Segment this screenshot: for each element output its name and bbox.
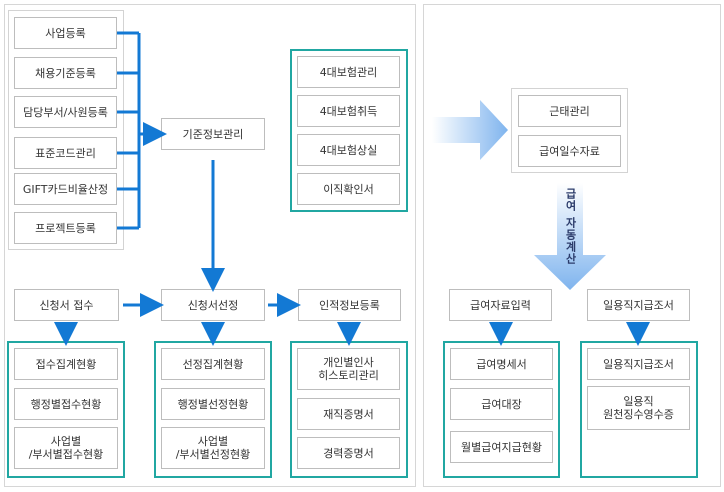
attendance-group — [511, 88, 628, 173]
payroll-report-statement[interactable]: 급여명세서 — [450, 348, 553, 380]
apply-report-business-dept[interactable]: 사업별 /부서별접수현황 — [14, 427, 118, 469]
auto-calc-label-overlay: 급여 자동계산 — [564, 188, 577, 265]
insurance-item-acquire[interactable]: 4대보험취득 — [297, 95, 400, 127]
big-right-arrow — [432, 100, 508, 160]
setup-item-dept-staff[interactable]: 담당부서/사원등록 — [14, 96, 117, 128]
register-report-employment-cert[interactable]: 재직증명서 — [297, 398, 400, 430]
master-info-box[interactable]: 기준정보관리 — [161, 118, 265, 150]
daily-report-statement[interactable]: 일용직지급조서 — [587, 348, 690, 380]
big-down-arrow — [534, 183, 606, 290]
select-report-summary[interactable]: 선정집계현황 — [161, 348, 265, 380]
attendance-item-manage[interactable]: 근태관리 — [518, 95, 621, 127]
select-report-admin[interactable]: 행정별선정현황 — [161, 388, 265, 420]
setup-item-gift-card[interactable]: GIFT카드비율산정 — [14, 173, 117, 205]
insurance-group — [290, 49, 408, 212]
setup-item-standard-code[interactable]: 표준코드관리 — [14, 137, 117, 169]
setup-item-project[interactable]: 프로젝트등록 — [14, 212, 117, 244]
apply-report-summary[interactable]: 접수집계현황 — [14, 348, 118, 380]
insurance-item-loss[interactable]: 4대보험상실 — [297, 134, 400, 166]
flow-register-box[interactable]: 인적정보등록 — [298, 289, 401, 321]
insurance-item-separation[interactable]: 이직확인서 — [297, 173, 400, 205]
register-report-career-cert[interactable]: 경력증명서 — [297, 437, 400, 469]
daily-report-withholding[interactable]: 일용직 원천징수영수증 — [587, 386, 690, 430]
attendance-item-pay-days[interactable]: 급여일수자료 — [518, 135, 621, 167]
setup-item-business[interactable]: 사업등록 — [14, 17, 117, 49]
payroll-input-box[interactable]: 급여자료입력 — [449, 289, 552, 321]
register-report-history[interactable]: 개인별인사 히스토리관리 — [297, 348, 400, 390]
apply-report-admin[interactable]: 행정별접수현황 — [14, 388, 118, 420]
daily-pay-box[interactable]: 일용직지급조서 — [587, 289, 690, 321]
insurance-item-manage[interactable]: 4대보험관리 — [297, 56, 400, 88]
setup-group — [8, 10, 124, 250]
flow-apply-box[interactable]: 신청서 접수 — [14, 289, 119, 321]
payroll-report-ledger[interactable]: 급여대장 — [450, 388, 553, 420]
payroll-report-monthly[interactable]: 월별급여지급현황 — [450, 431, 553, 463]
setup-item-hiring-criteria[interactable]: 채용기준등록 — [14, 57, 117, 89]
setup-bracket — [117, 31, 141, 230]
select-report-business-dept[interactable]: 사업별 /부서별선정현황 — [161, 427, 265, 469]
